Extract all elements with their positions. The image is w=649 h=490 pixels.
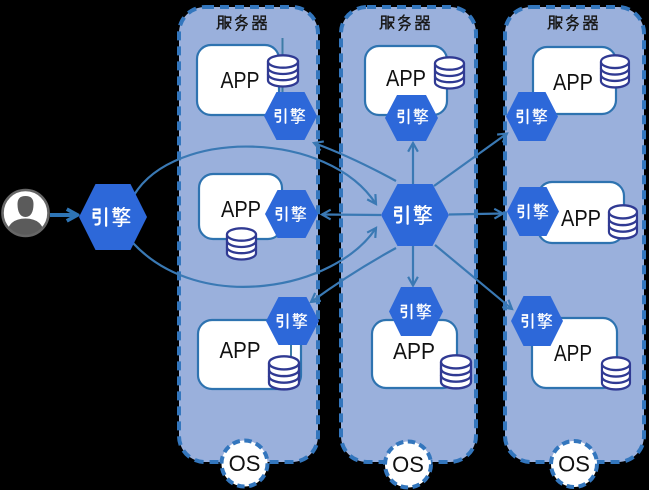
svg-text:APP: APP	[221, 196, 261, 222]
svg-text:APP: APP	[561, 205, 601, 231]
svg-text:APP: APP	[554, 340, 592, 366]
svg-text:OS: OS	[558, 452, 590, 477]
svg-text:APP: APP	[221, 67, 260, 93]
svg-text:OS: OS	[229, 451, 261, 476]
svg-text:OS: OS	[392, 452, 424, 477]
svg-text:APP: APP	[393, 338, 435, 364]
svg-text:APP: APP	[220, 337, 261, 363]
svg-text:APP: APP	[386, 65, 426, 91]
svg-text:APP: APP	[553, 69, 593, 95]
